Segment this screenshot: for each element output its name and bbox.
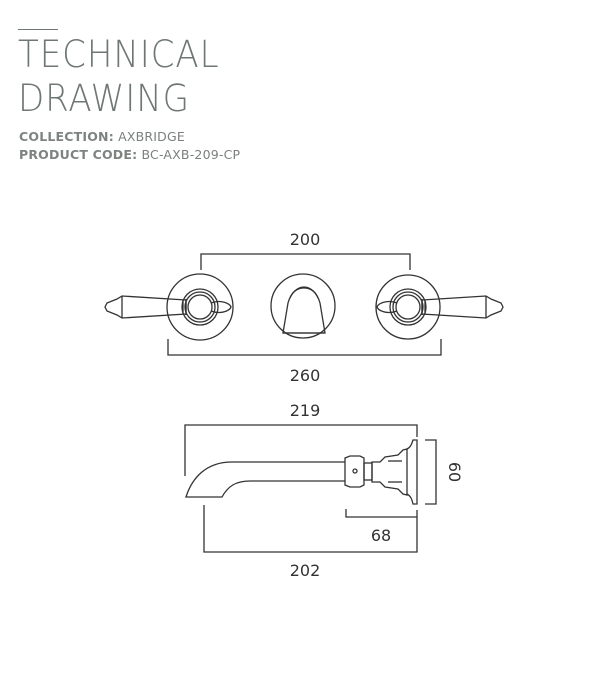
front-view: 200 260 [104, 230, 504, 385]
spout-front [270, 273, 336, 339]
side-view: 219 202 68 60 [184, 401, 464, 580]
title-rule [18, 29, 58, 30]
dim-219-label: 219 [290, 401, 321, 420]
page-title: TECHNICAL DRAWING [18, 33, 219, 121]
collection-value: AXBRIDGE [118, 129, 185, 144]
title-line-1: TECHNICAL [18, 33, 220, 76]
dimension-backplate-height: 60 [425, 439, 464, 505]
product-code-value: BC-AXB-209-CP [141, 147, 241, 162]
left-lever-handle [104, 273, 234, 341]
dimension-body-depth: 68 [345, 509, 417, 545]
dim-202-label: 202 [290, 561, 321, 580]
dimension-overall-width: 260 [167, 339, 442, 385]
collection-info: COLLECTION: AXBRIDGE [19, 129, 185, 144]
dim-68-label: 68 [371, 526, 391, 545]
dimension-overall-projection: 219 [184, 401, 418, 476]
dim-200-label: 200 [290, 230, 321, 249]
collection-label: COLLECTION: [19, 129, 114, 144]
spout-side [185, 461, 345, 498]
valve-body [344, 439, 418, 505]
dim-260-label: 260 [290, 366, 321, 385]
right-lever-handle [375, 274, 504, 340]
dimension-spout-reach: 202 [203, 505, 418, 580]
dimension-handle-centres: 200 [200, 230, 411, 270]
product-code-info: PRODUCT CODE: BC-AXB-209-CP [19, 147, 240, 162]
product-code-label: PRODUCT CODE: [19, 147, 138, 162]
dim-60-label: 60 [445, 462, 464, 482]
title-line-2: DRAWING [18, 77, 190, 120]
